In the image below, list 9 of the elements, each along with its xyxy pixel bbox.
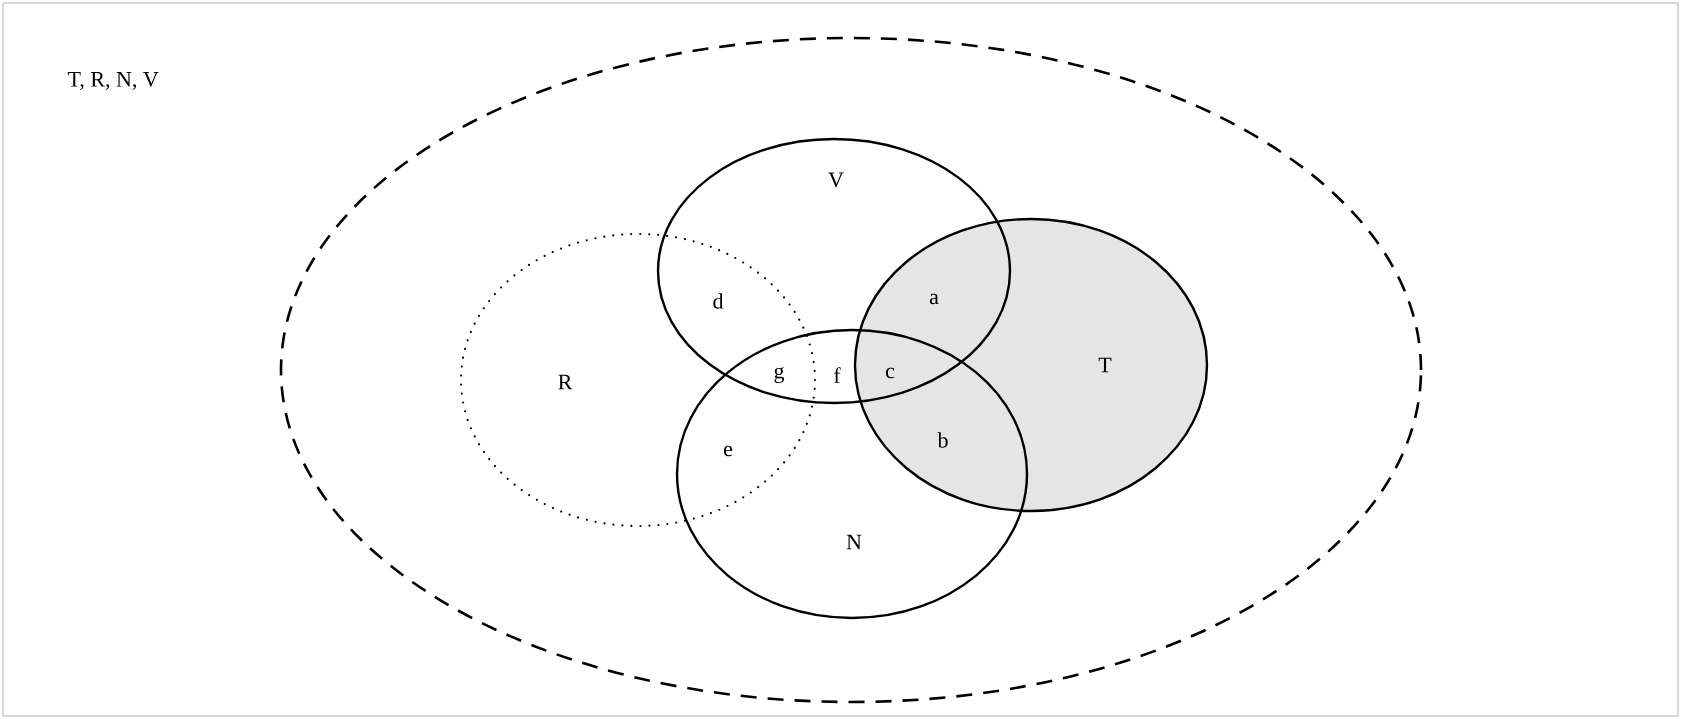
region-label: c xyxy=(885,367,895,379)
region-label: d xyxy=(713,293,724,309)
region-label: f xyxy=(834,367,841,383)
region-label: b xyxy=(937,432,948,448)
dashed-ellipse xyxy=(279,36,1423,704)
region-label: a xyxy=(929,293,939,305)
region-label: g xyxy=(774,366,785,383)
title: T, R, N, V xyxy=(67,72,159,90)
region-label: e xyxy=(724,445,733,457)
